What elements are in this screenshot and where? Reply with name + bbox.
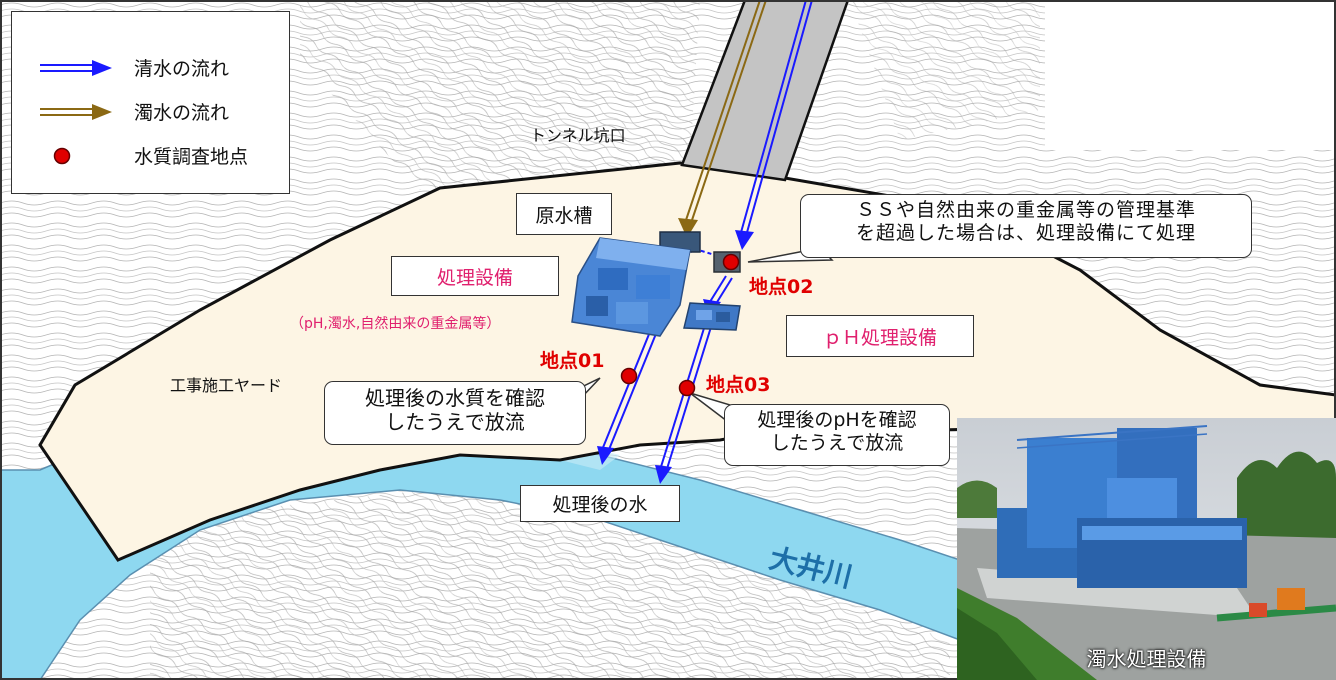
treatment-facility-model: [571, 237, 691, 337]
callout-discharge-03-line1: 処理後のpHを確認: [757, 409, 917, 431]
treated-water-label: 処理後の水: [520, 485, 680, 522]
callout-discharge-03: 処理後のpHを確認 したうえで放流: [724, 404, 950, 466]
callout-threshold: ＳＳや自然由来の重金属等の管理基準 を超過した場合は、処理設備にて処理: [800, 194, 1252, 258]
callout-discharge-01-line2: したうえで放流: [385, 410, 525, 435]
callout-discharge-01-line1: 処理後の水質を確認: [365, 386, 545, 410]
muddy-water-flow: [678, 0, 767, 238]
legend-clear-label: 清水の流れ: [134, 58, 230, 80]
muddy-water-arrow-icon: [40, 103, 112, 120]
tunnel-portal-label: トンネル坑口: [530, 126, 626, 145]
blank-area: [1045, 0, 1336, 150]
muddy-water-facility-photo: [957, 418, 1336, 680]
construction-yard: [38, 161, 1336, 562]
callout-threshold-line2: を超過した場合は、処理設備にて処理: [855, 222, 1196, 245]
legend-muddy-label: 濁水の流れ: [134, 102, 230, 124]
treatment-facility-label: 処理設備: [391, 256, 559, 296]
legend-row-muddy: 濁水の流れ: [12, 98, 229, 125]
yard-label: 工事施工ヤード: [170, 376, 283, 395]
treatment-note: （pH,濁水,自然由来の重金属等）: [290, 316, 501, 332]
legend-row-point: 水質調査地点: [12, 142, 248, 169]
point02-label: 地点02: [749, 276, 814, 298]
point01-label: 地点01: [540, 350, 605, 372]
ph-facility-label: ｐＨ処理設備: [786, 315, 974, 357]
photo-caption: 濁水処理設備: [1086, 647, 1207, 671]
callout-threshold-line1: ＳＳや自然由来の重金属等の管理基準: [855, 199, 1196, 221]
raw-tank-label: 原水槽: [516, 193, 612, 235]
callout-discharge-03-line2: したうえで放流: [770, 432, 904, 455]
survey-point-03: [678, 379, 696, 397]
point03-label: 地点03: [706, 374, 771, 396]
clear-water-arrow-icon: [40, 59, 112, 76]
survey-point-icon: [53, 147, 71, 164]
photo-inset: 濁水処理設備: [957, 418, 1336, 680]
survey-point-02: [722, 253, 740, 271]
legend: 清水の流れ 濁水の流れ 水質調査地点: [11, 11, 290, 194]
ph-facility-model: [683, 302, 741, 331]
survey-point-01: [620, 367, 638, 385]
tunnel: [680, 0, 850, 182]
legend-point-label: 水質調査地点: [134, 146, 249, 168]
callout-discharge-01: 処理後の水質を確認 したうえで放流: [324, 381, 586, 445]
legend-row-clear: 清水の流れ: [12, 54, 229, 81]
